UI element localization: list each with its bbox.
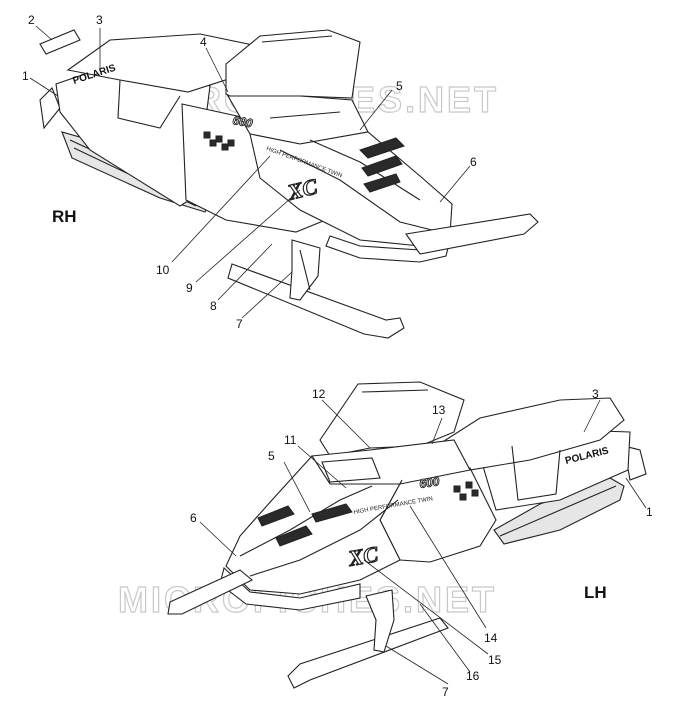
lh-spindle (365, 589, 395, 653)
lh-xc-decal: XC (346, 541, 381, 571)
rh-callout-6: 6 (470, 155, 477, 169)
rh-windshield (225, 29, 361, 105)
lh-snowmobile: POLARIS 600 HIGH PERFORMANCE TWIN XC (167, 381, 647, 689)
rh-hood-vent-2 (361, 155, 403, 177)
lh-checker-decal (453, 481, 479, 501)
lh-callout-13: 13 (432, 403, 446, 417)
lh-callout-11: 11 (284, 433, 297, 447)
rh-leaders (29, 25, 471, 319)
lh-callout-16: 16 (466, 669, 480, 683)
rh-callout-9: 9 (186, 281, 193, 295)
lh-callout-7: 7 (442, 685, 449, 699)
lh-right-ski (287, 617, 449, 689)
rh-callout-4: 4 (200, 35, 207, 49)
lh-left-ski (167, 569, 254, 615)
lh-view-label: LH (584, 583, 607, 602)
rh-callout-7: 7 (236, 317, 243, 331)
lh-hood-vent-2 (275, 525, 313, 547)
rh-snowmobile: POLARIS 600 HIGH PERFORMANCE TWIN XC (39, 29, 539, 339)
rh-callout-8: 8 (210, 299, 217, 313)
lh-callout-6: 6 (190, 511, 197, 525)
lh-seat (428, 397, 625, 471)
lh-600-decal: 600 (418, 474, 440, 491)
rh-callout-1: 1 (22, 69, 29, 83)
lh-callout-1: 1 (646, 505, 653, 519)
rh-checker-decal (203, 131, 235, 151)
lh-callout-3: 3 (592, 387, 599, 401)
rh-callout-2: 2 (28, 13, 35, 27)
rh-callout-10: 10 (156, 263, 170, 277)
lh-callout-12: 12 (312, 387, 326, 401)
lh-callout-5: 5 (268, 449, 275, 463)
rh-front-bumper (325, 235, 451, 263)
rh-callout-5: 5 (396, 79, 403, 93)
lh-callout-14: 14 (484, 631, 498, 645)
lh-hood-vent-3 (311, 503, 353, 523)
lh-callout-15: 15 (488, 653, 502, 667)
rh-hood-vent-3 (363, 173, 401, 193)
lh-leaders (199, 399, 647, 685)
lh-hood (225, 455, 403, 595)
rh-600-decal: 600 (231, 113, 253, 130)
rh-hood-vent-1 (359, 137, 405, 159)
rh-left-ski (227, 263, 405, 339)
rh-right-ski (405, 213, 539, 255)
rh-view-label: RH (52, 207, 77, 226)
rh-callout-3: 3 (96, 13, 103, 27)
rh-decal-2 (39, 29, 81, 55)
lh-hood-vent-1 (257, 505, 295, 527)
